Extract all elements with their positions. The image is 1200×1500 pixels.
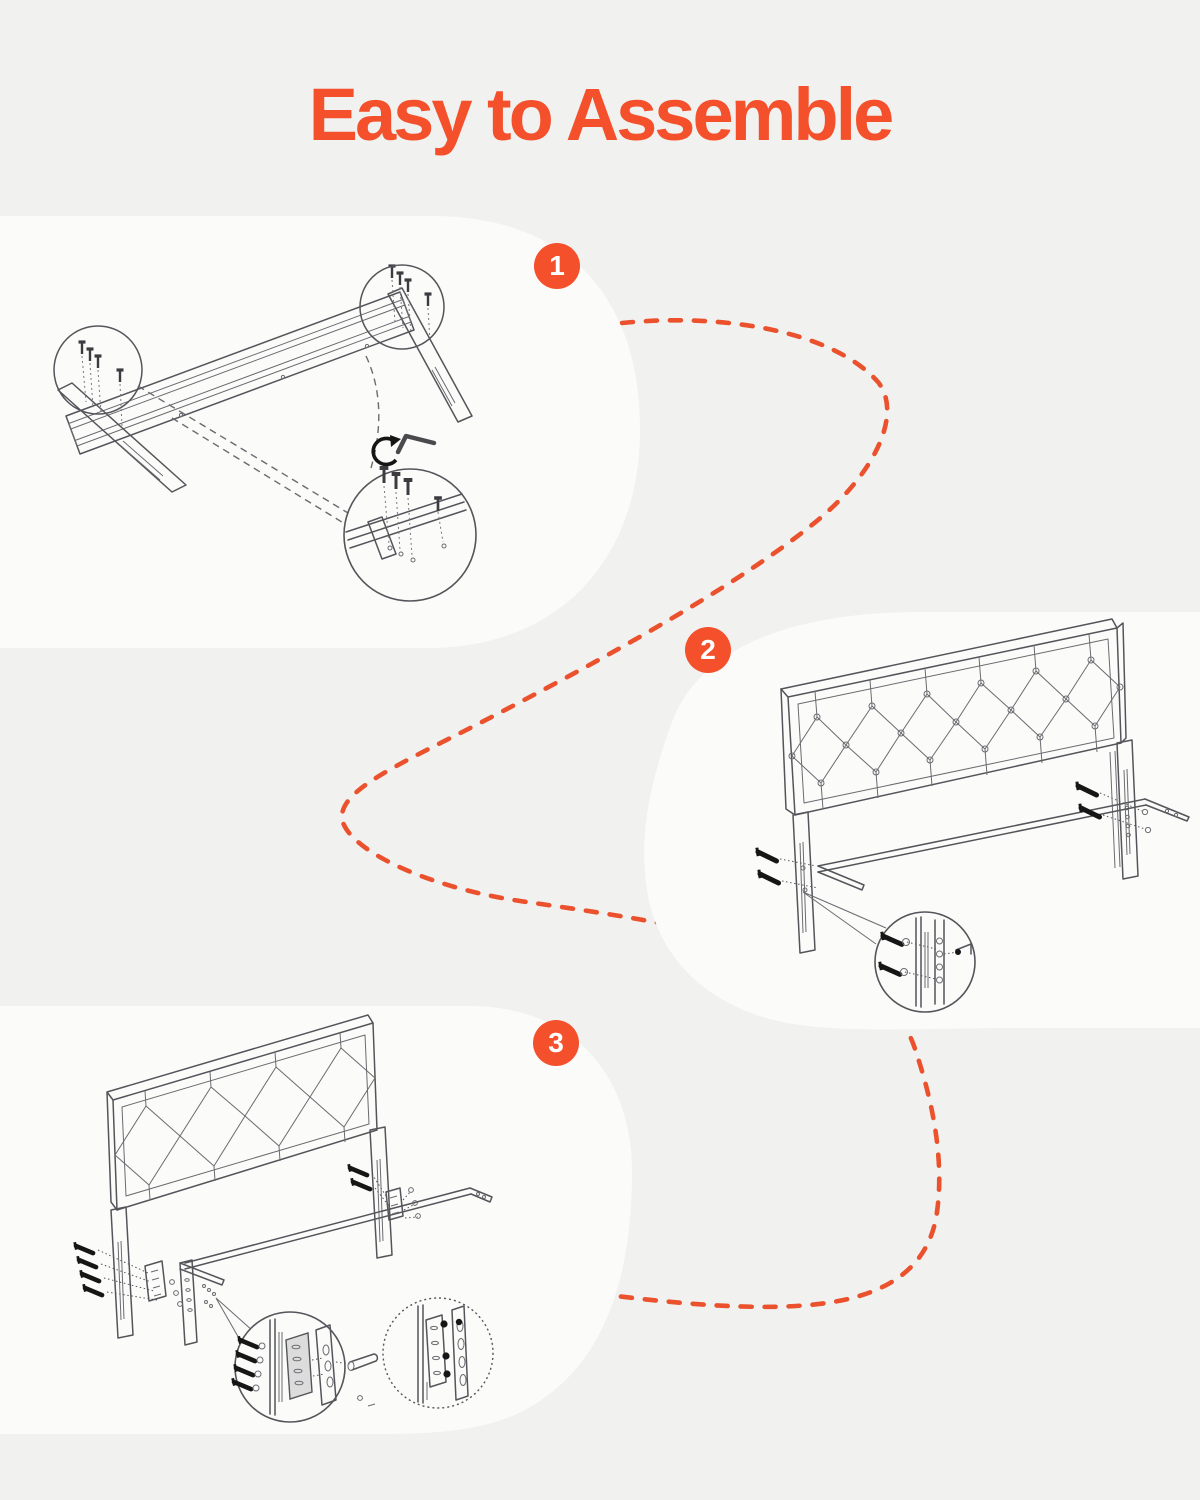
- screw-detail-magnifier: [343, 466, 477, 602]
- step1-panel-blob: [0, 216, 640, 648]
- right-bolts-and-plate: [347, 1164, 421, 1221]
- right-magnifier-circle: [359, 264, 445, 350]
- headboard-legs: [792, 739, 1139, 954]
- right-bolts: [1075, 782, 1152, 834]
- hex-key-icon: [395, 433, 437, 455]
- left-magnifier-circle: [53, 325, 143, 415]
- step-3-badge: 3: [533, 1020, 579, 1066]
- left-bolts-and-plate: [73, 1242, 183, 1307]
- step-2-badge: 2: [685, 627, 731, 673]
- diamond-stitch-pattern: [114, 1032, 376, 1201]
- fastened-detail-magnifier: [382, 1297, 494, 1409]
- right-screws: [386, 264, 434, 343]
- left-strut-bar: [57, 382, 187, 493]
- tufted-headboard-panel: [780, 618, 1127, 816]
- headboard-panel-back-view: [106, 1014, 378, 1211]
- step2-illustration-headboard-to-brackets: [640, 618, 1190, 1013]
- bolt-detail-magnifier: [874, 911, 976, 1013]
- step2-panel-blob: [644, 612, 1200, 1030]
- mounting-plate: [385, 1187, 404, 1221]
- mounting-plate: [144, 1260, 167, 1302]
- rotation-arrow-icon: [371, 435, 401, 467]
- assembly-flow-dashed-curve: [339, 317, 942, 1310]
- diamond-tufting-pattern: [788, 633, 1124, 810]
- step-2-number: 2: [700, 634, 716, 665]
- left-bolts: [755, 848, 819, 893]
- step-1-badge: 1: [534, 243, 580, 289]
- bed-frame-side-rail: [179, 1187, 493, 1346]
- step-1-number: 1: [549, 250, 565, 281]
- page-title: Easy to Assemble: [308, 73, 895, 156]
- step3-illustration-mounting-plates: [20, 1014, 494, 1423]
- headboard-bracket-rails: [65, 291, 415, 455]
- right-strut-bar: [387, 287, 473, 423]
- pin-bolt-icon: [347, 1353, 379, 1407]
- step1-illustration-frame-rails: [53, 264, 477, 602]
- plate-detail-magnifier: [231, 1311, 379, 1423]
- magnifier-leader-lines: [802, 891, 887, 945]
- headboard-legs: [110, 1126, 393, 1339]
- step-3-number: 3: [548, 1027, 564, 1058]
- detail-leader-lines: [137, 355, 380, 528]
- tufting-buttons: [788, 656, 1124, 787]
